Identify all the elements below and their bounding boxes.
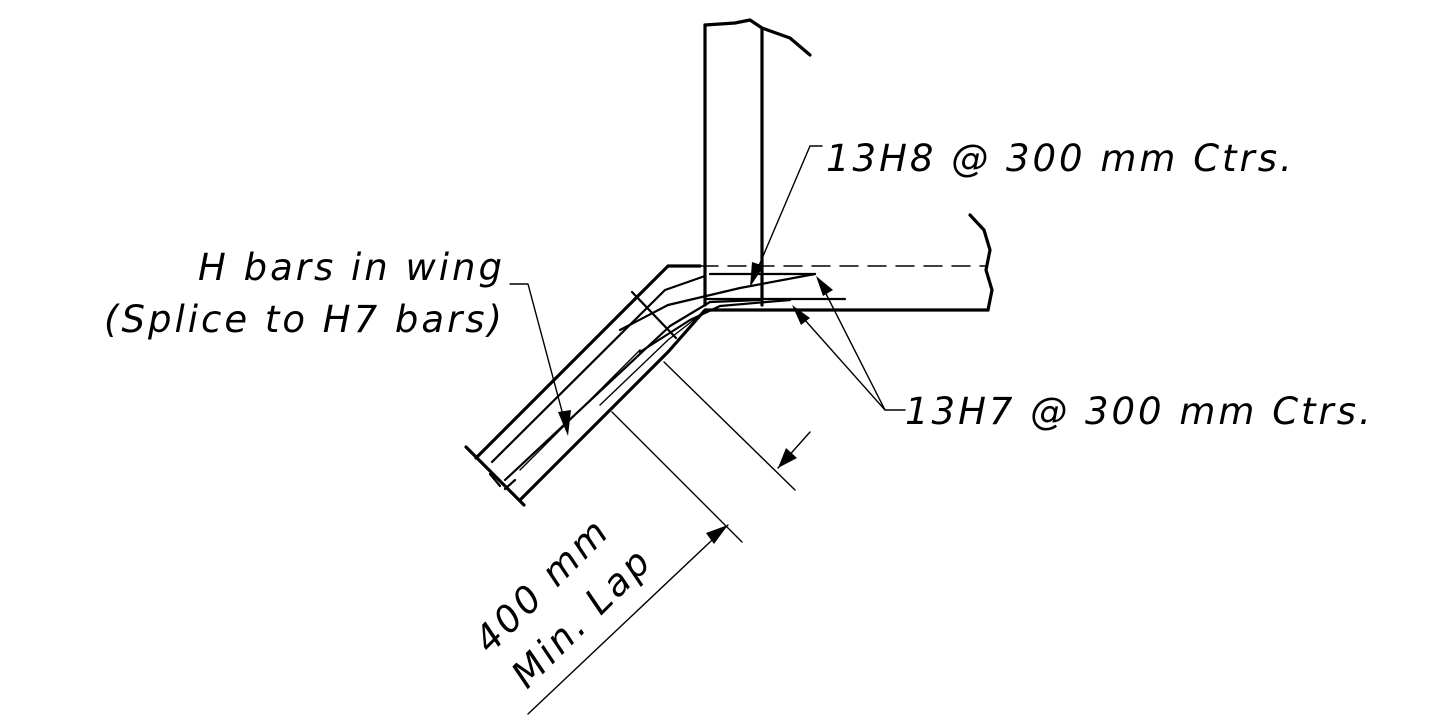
horizontal-wall (699, 213, 994, 312)
h7-callout-label: 13H7 @ 300 mm Ctrs. (905, 390, 1374, 433)
h8-callout-label: 13H8 @ 300 mm Ctrs. (826, 137, 1295, 180)
break-marks (488, 472, 517, 491)
h8-leader (750, 145, 823, 287)
wing-bars-label-line2: (Splice to H7 bars) (104, 298, 505, 341)
lap-dimension (527, 361, 811, 715)
h7-leaders (792, 276, 906, 411)
vertical-wall (703, 18, 812, 307)
wing-bars-leader (509, 283, 571, 436)
wing-bars-label-line1: H bars in wing (198, 246, 505, 289)
wing-wall (464, 264, 817, 507)
